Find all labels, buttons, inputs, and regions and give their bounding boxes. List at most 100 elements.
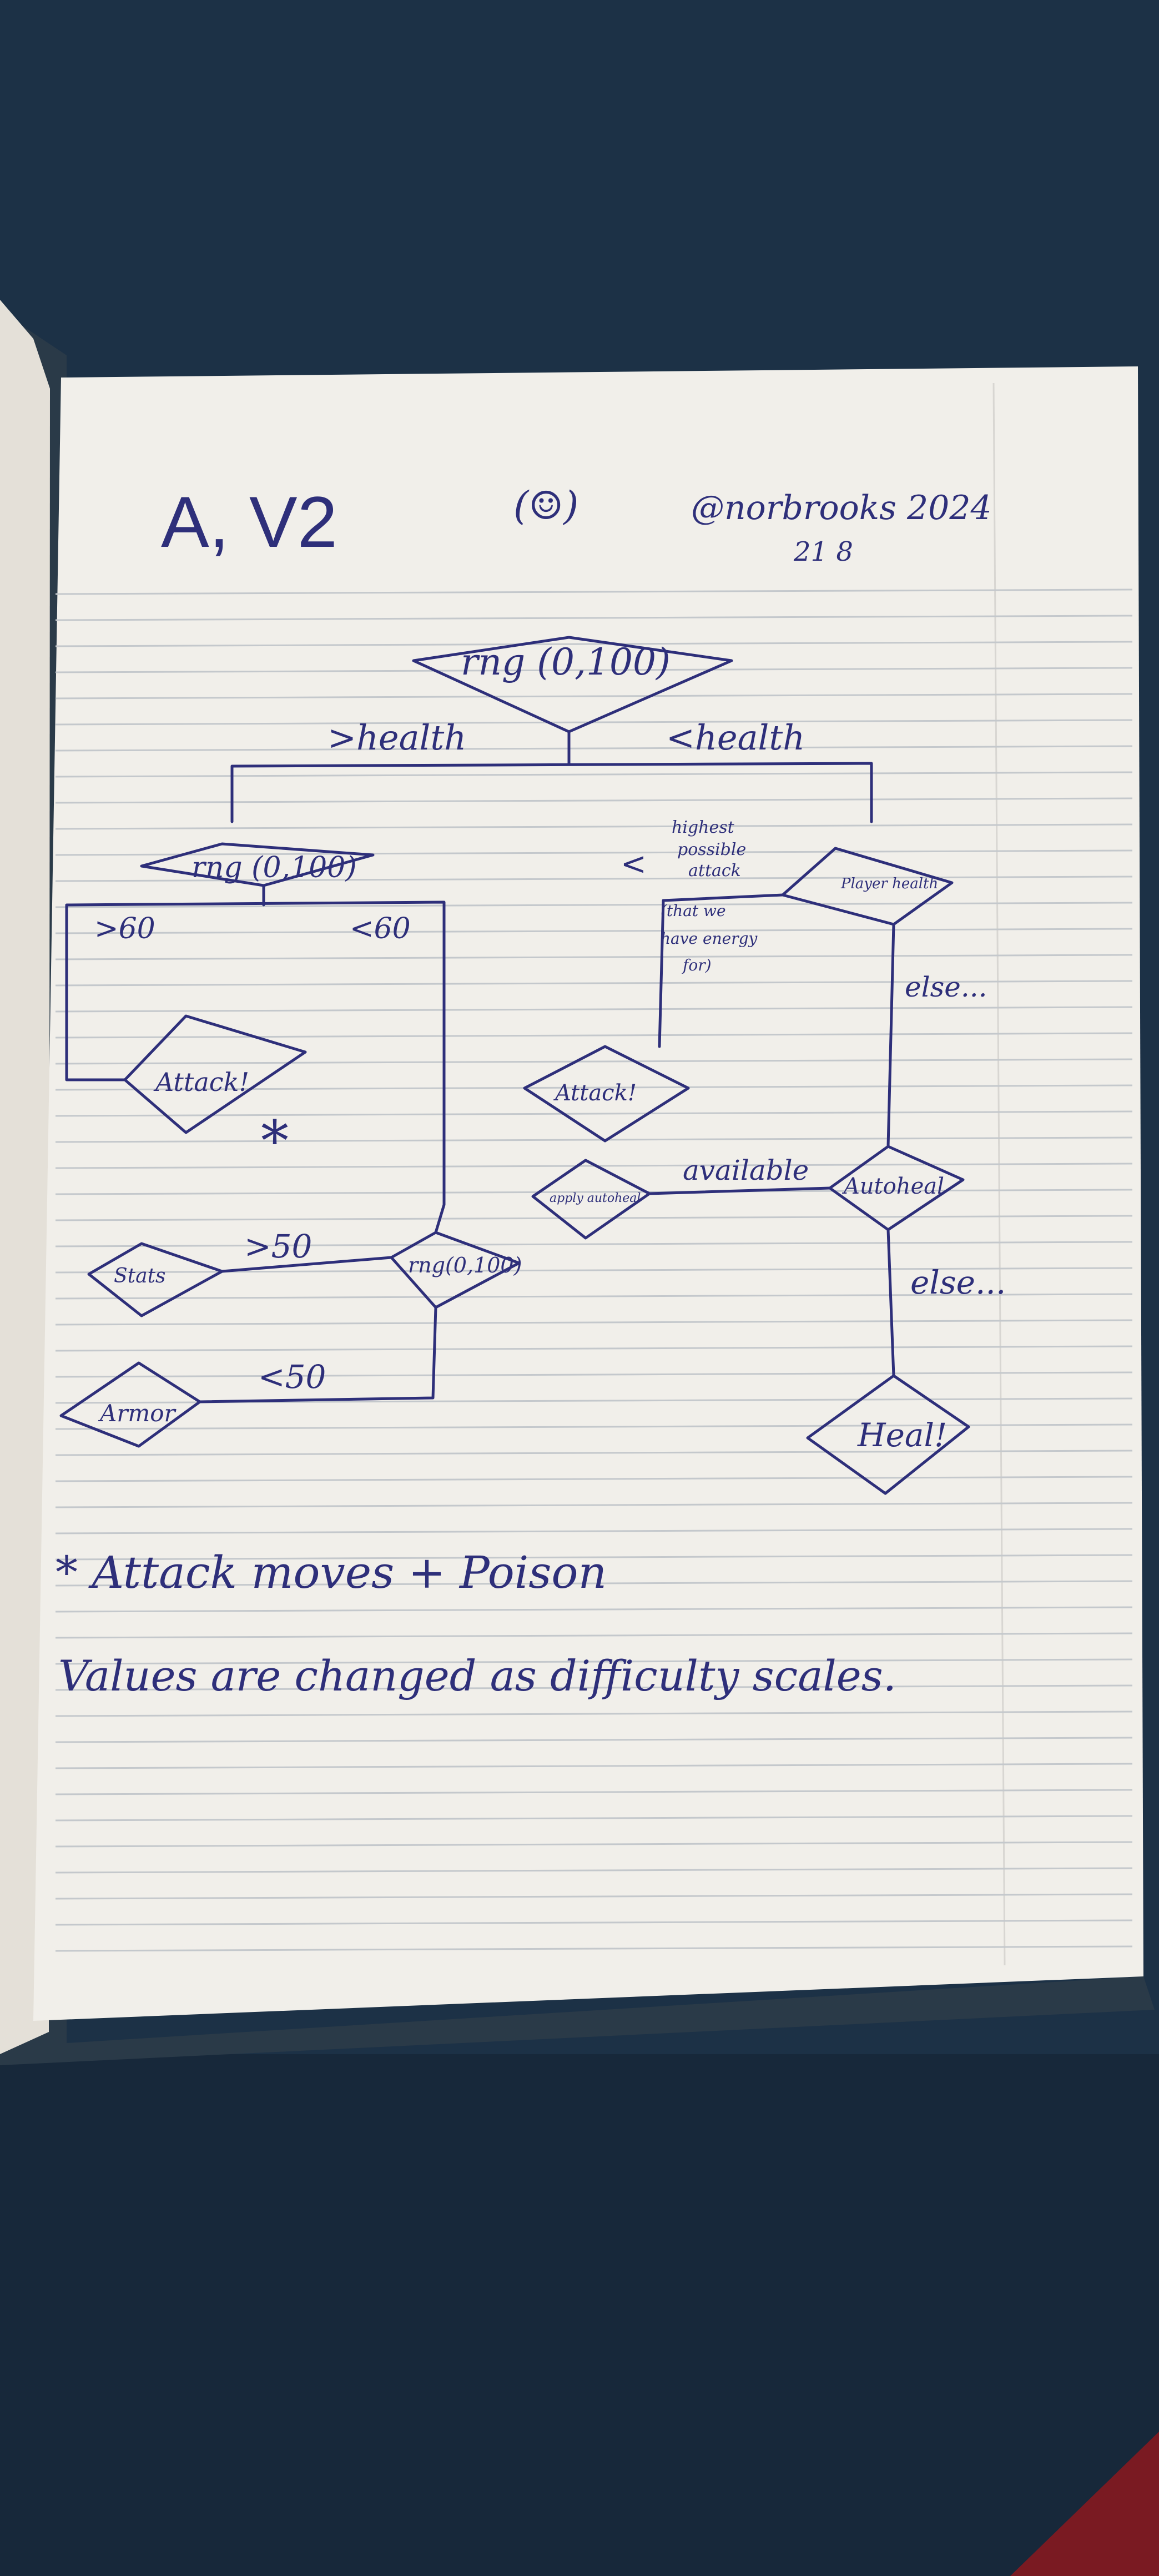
page-right-margin: [992, 383, 1006, 1966]
ruled-line: [55, 641, 1133, 647]
ruled-line: [55, 588, 1133, 595]
ruled-line: [55, 1006, 1133, 1013]
edge-autoheal-available: available: [683, 1154, 809, 1186]
ruled-line: [55, 1841, 1133, 1848]
ruled-line: [55, 1423, 1133, 1430]
ruled-line: [55, 823, 1133, 830]
ruled-line: [55, 1658, 1133, 1665]
face-doodle: (☺): [513, 483, 578, 529]
ruled-line: [55, 1476, 1133, 1482]
notebook-page: [33, 366, 1143, 2021]
edge-ph-lt-6: for): [682, 956, 712, 974]
ruled-line: [55, 928, 1133, 934]
label-autoheal: Autoheal: [841, 1174, 944, 1199]
ruled-line: [55, 1684, 1133, 1691]
label-armor: Armor: [98, 1400, 177, 1427]
ruled-line: [55, 1815, 1133, 1822]
ruled-line: [55, 1632, 1133, 1639]
red-object-corner: [1010, 2432, 1159, 2576]
page-title: A, V2: [161, 481, 337, 562]
ruled-line: [55, 1110, 1133, 1117]
ruled-line: [55, 1606, 1133, 1613]
header: A, V2 (☺) @norbrooks 2024 21 8: [161, 481, 992, 567]
asterisk-marker: *: [261, 1109, 289, 1174]
edge-ph-lt-1: highest: [672, 818, 735, 837]
edge-left-lt: <60: [350, 912, 411, 945]
edge-ph-else: else...: [905, 971, 987, 1003]
node-heal: [806, 1374, 970, 1495]
node-left-rng: [140, 842, 375, 887]
ruled-line: [55, 954, 1133, 960]
ruled-line: [55, 1737, 1133, 1743]
left-page: [0, 300, 50, 2054]
date-text: 21 8: [793, 536, 853, 567]
table-shadow: [0, 2054, 1159, 2576]
flowchart-nodes: [59, 636, 970, 1495]
ruled-line: [55, 1267, 1133, 1274]
ruled-line: [55, 1528, 1133, 1534]
edge-lower-lt: <50: [258, 1358, 326, 1396]
label-left-rng: rng (0,100): [192, 851, 357, 884]
edge-root-right: <health: [666, 717, 805, 758]
ruled-line: [55, 1919, 1133, 1926]
edge-labels: >health <health >60 <60 >50 <50 < highes…: [94, 717, 1006, 1396]
footnotes: * Attack moves + Poison Values are chang…: [56, 1547, 896, 1700]
label-apply-autoheal: apply autoheal: [550, 1191, 641, 1205]
ruled-line: [55, 1554, 1133, 1561]
ruled-line: [55, 1710, 1133, 1717]
ruled-line: [55, 797, 1133, 804]
label-stats: Stats: [114, 1265, 166, 1287]
label-rng-lower: rng(0,100): [408, 1253, 522, 1277]
ruled-line: [55, 1293, 1133, 1300]
label-heal: Heal!: [857, 1416, 947, 1454]
ruled-line: [55, 1345, 1133, 1352]
ruled-line: [55, 1580, 1133, 1587]
edge-ph-lt-5: have energy: [661, 929, 758, 948]
ruled-line: [55, 902, 1133, 908]
node-armor: [59, 1361, 201, 1448]
label-attack-right: Attack!: [553, 1080, 637, 1106]
ruled-line: [55, 1867, 1133, 1874]
node-autoheal: [828, 1145, 965, 1231]
ruled-line: [55, 667, 1133, 673]
note-line-2: Values are changed as difficulty scales.: [58, 1651, 896, 1700]
ruled-line: [55, 1084, 1133, 1091]
ruled-line: [55, 1763, 1133, 1769]
node-rng-lower: [390, 1231, 521, 1309]
edge-ph-lt-symbol: <: [621, 846, 647, 882]
ruled-line: [55, 1502, 1133, 1508]
ruled-line: [55, 1319, 1133, 1326]
ruled-line: [55, 849, 1133, 856]
ruled-line: [55, 1450, 1133, 1456]
author-signature: @norbrooks 2024: [691, 489, 992, 527]
ruled-line: [55, 1789, 1133, 1795]
edge-ph-lt-3: attack: [688, 861, 741, 881]
node-stats: [87, 1242, 224, 1317]
ruled-line: [55, 1189, 1133, 1195]
ruled-line: [55, 745, 1133, 752]
edge-left-gt: >60: [94, 912, 155, 945]
node-root-rng: [412, 636, 733, 733]
ruled-line: [55, 1945, 1133, 1952]
label-attack-left: Attack!: [153, 1067, 249, 1097]
ruled-line: [55, 1215, 1133, 1221]
edge-ph-lt-2: possible: [677, 840, 746, 859]
node-player-health: [781, 847, 954, 926]
node-apply-autoheal: [531, 1159, 651, 1240]
node-attack-right: [523, 1045, 690, 1143]
ruled-line: [55, 771, 1133, 778]
ruled-line: [55, 1058, 1133, 1065]
note-line-1: * Attack moves + Poison: [56, 1547, 607, 1598]
label-player-health: Player health: [840, 876, 938, 892]
edge-ph-lt-4: (that we: [661, 902, 726, 920]
node-attack-left: [123, 1014, 307, 1134]
edge-autoheal-else: else...: [910, 1264, 1006, 1301]
ruled-line: [55, 693, 1133, 700]
edge-root-left: >health: [327, 717, 466, 758]
ruled-lines: [55, 588, 1133, 1952]
ruled-line: [55, 1136, 1133, 1143]
ruled-line: [55, 980, 1133, 987]
ruled-line: [55, 1241, 1133, 1247]
node-labels: rng (0,100) rng (0,100) Player health At…: [98, 641, 947, 1454]
